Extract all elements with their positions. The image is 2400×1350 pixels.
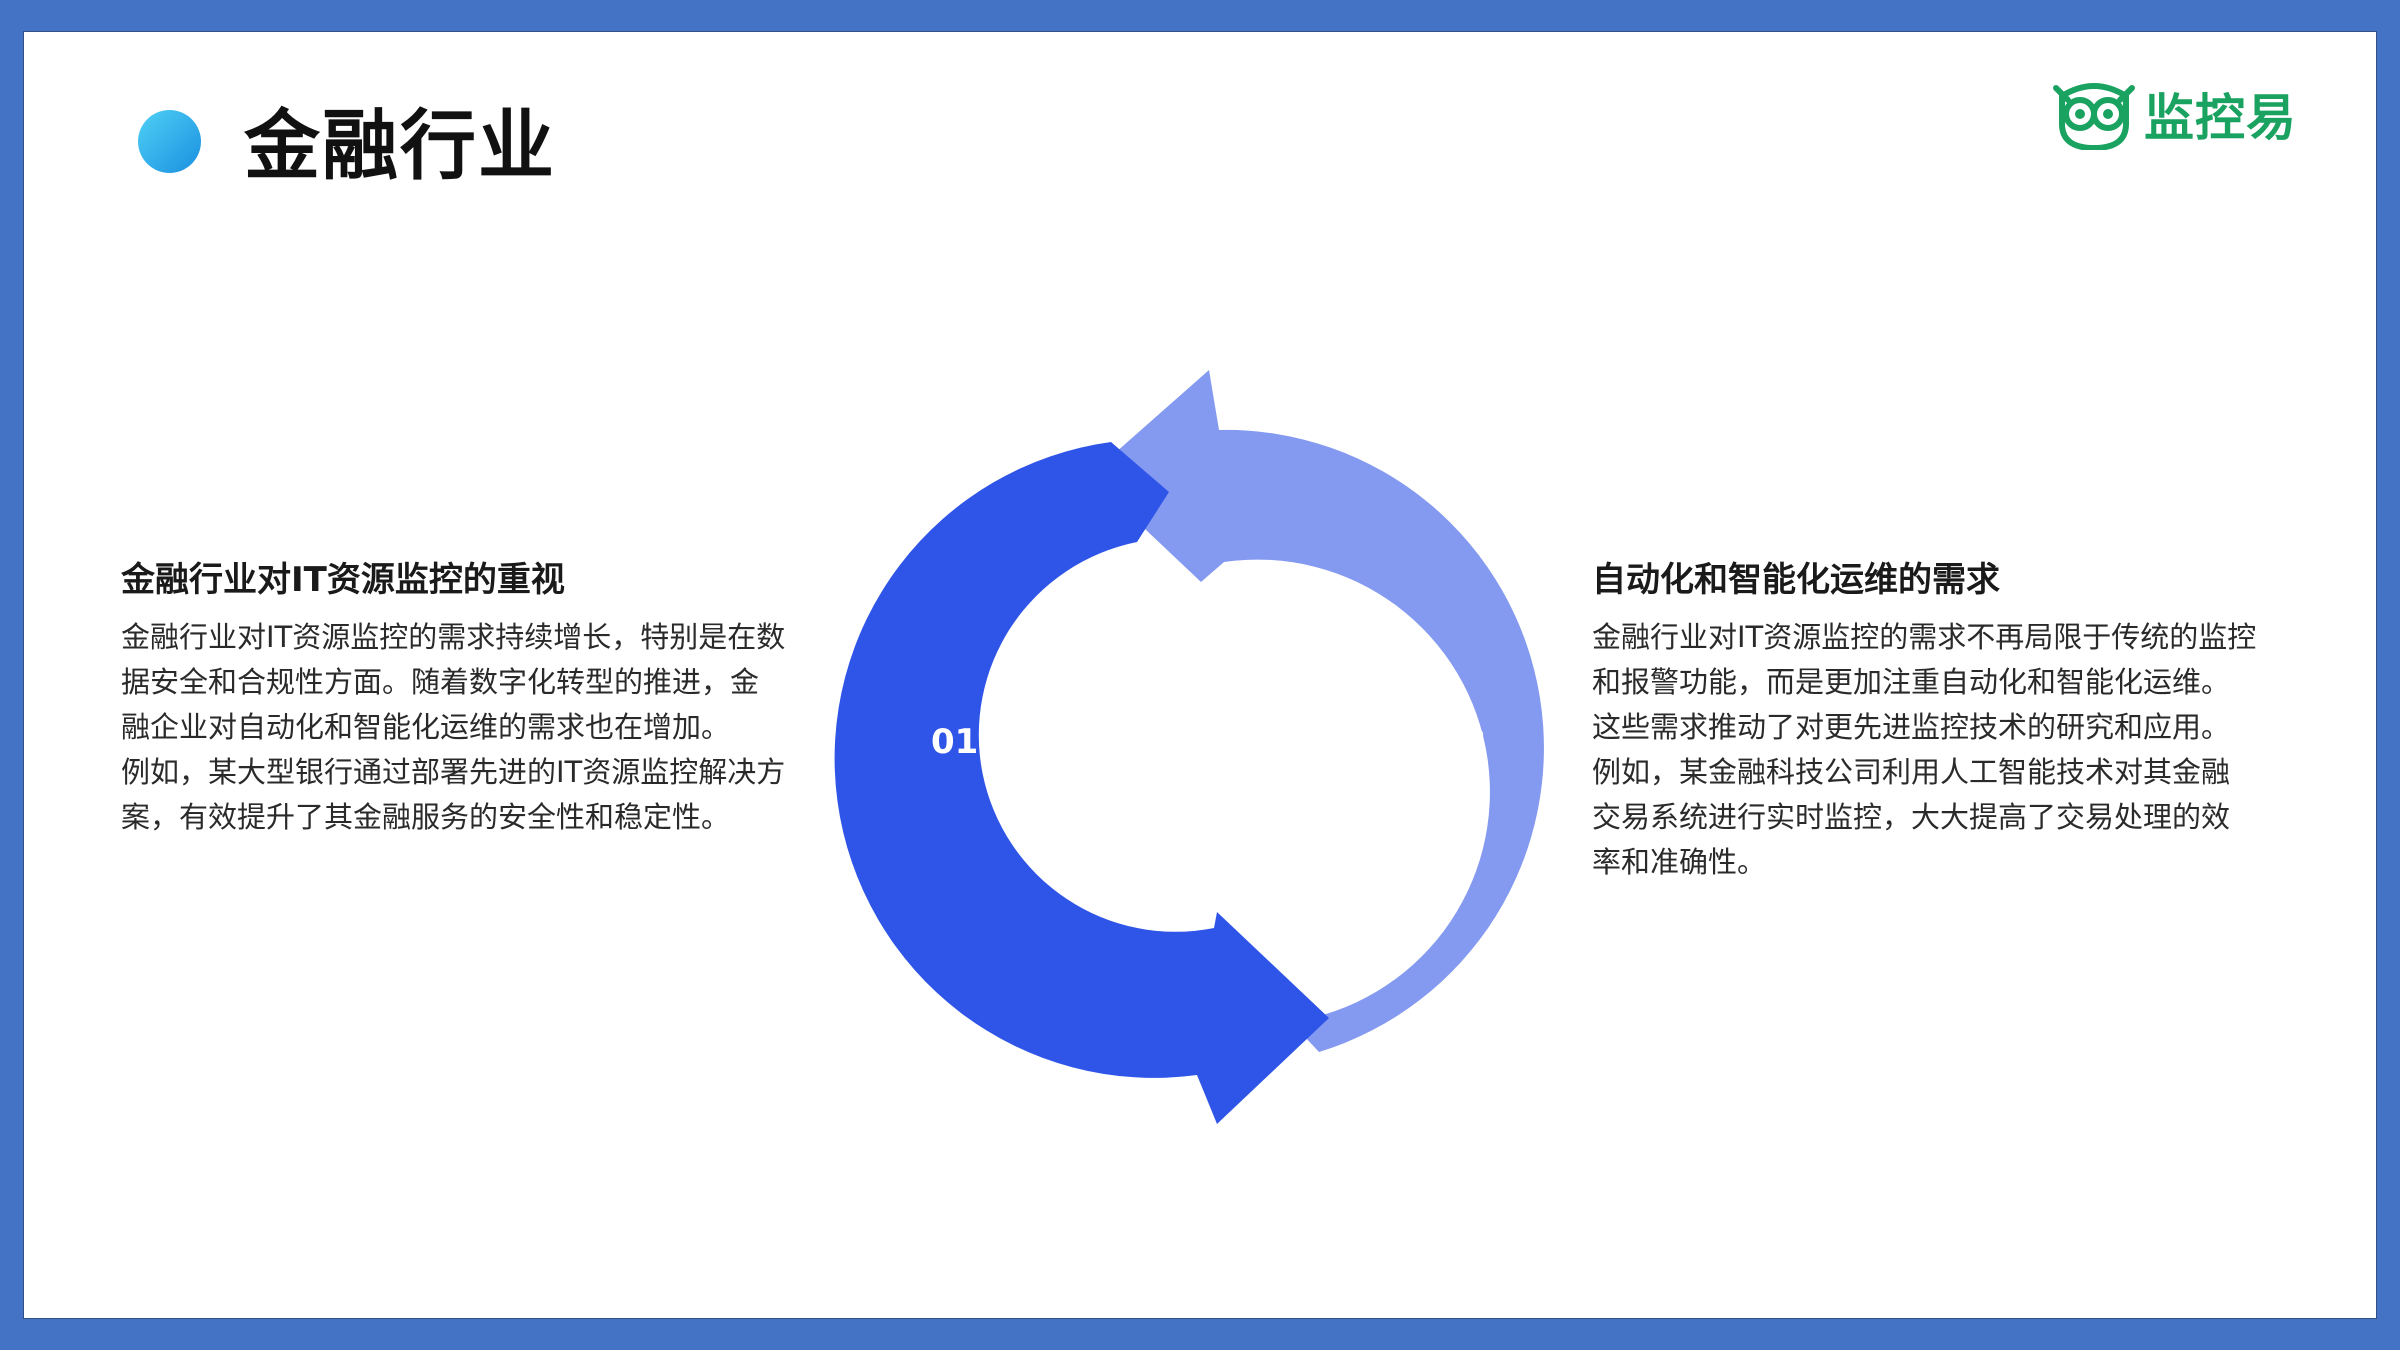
left-body: 金融行业对IT资源监控的需求持续增长，特别是在数 据安全和合规性方面。随着数字化… — [121, 615, 811, 840]
right-line: 这些需求推动了对更先进监控技术的研究和应用。 — [1592, 709, 2231, 744]
right-body: 金融行业对IT资源监控的需求不再局限于传统的监控 和报警功能，而是更加注重自动化… — [1592, 615, 2282, 885]
left-line: 案，有效提升了其金融服务的安全性和稳定性。 — [121, 799, 731, 834]
right-text-block: 自动化和智能化运维的需求 金融行业对IT资源监控的需求不再局限于传统的监控 和报… — [1592, 557, 2292, 885]
slide: 金融行业 监控易 金融行业对IT资源监控的重视 金融行业对IT资源监控的需求持续… — [23, 31, 2377, 1319]
cycle-arrow-light — [1089, 370, 1544, 1052]
right-line: 率和准确性。 — [1592, 844, 1767, 879]
right-line: 和报警功能，而是更加注重自动化和智能化运维。 — [1592, 664, 2231, 699]
cycle-arrow-dark — [834, 442, 1329, 1124]
step-number-02: 02 — [1439, 722, 1487, 762]
left-line: 据安全和合规性方面。随着数字化转型的推进，金 — [121, 664, 760, 699]
step-number-01: 01 — [931, 722, 979, 762]
cycle-arrows — [834, 370, 1544, 1124]
right-line: 交易系统进行实时监控，大大提高了交易处理的效 — [1592, 799, 2231, 834]
brand-logo: 监控易 — [2052, 74, 2297, 154]
right-heading: 自动化和智能化运维的需求 — [1592, 560, 2000, 600]
cycle-diagram: 01 02 — [834, 370, 1559, 1124]
left-line: 金融行业对IT资源监控的需求持续增长，特别是在数 — [121, 619, 786, 654]
title-bullet-dot — [138, 110, 201, 173]
right-line: 金融行业对IT资源监控的需求不再局限于传统的监控 — [1592, 619, 2257, 654]
left-text-block: 金融行业对IT资源监控的重视 金融行业对IT资源监控的需求持续增长，特别是在数 … — [121, 557, 821, 840]
logo-text: 监控易 — [2144, 89, 2297, 147]
page-title: 金融行业 — [244, 101, 556, 190]
right-line: 例如，某金融科技公司利用人工智能技术对其金融 — [1592, 754, 2231, 789]
left-line: 融企业对自动化和智能化运维的需求也在增加。 — [121, 709, 731, 744]
left-line: 例如，某大型银行通过部署先进的IT资源监控解决方 — [121, 754, 786, 789]
left-heading: 金融行业对IT资源监控的重视 — [121, 560, 565, 600]
owl-icon — [2053, 83, 2135, 150]
